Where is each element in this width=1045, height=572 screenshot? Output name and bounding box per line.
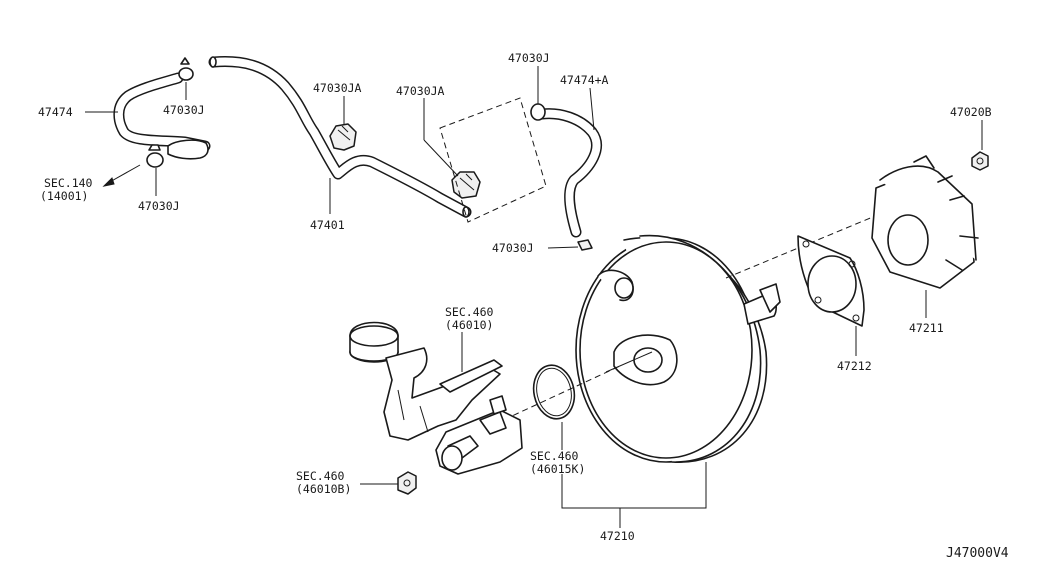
label-47030J-top: 47030J (508, 51, 550, 65)
bracket-47211[interactable] (871, 155, 979, 289)
label-47210: 47210 (600, 529, 635, 543)
label-47020B: 47020B (950, 105, 992, 119)
label-sec460-b: SEC.460 (530, 449, 579, 463)
nut-47020B[interactable] (971, 151, 989, 171)
label-47211: 47211 (909, 321, 944, 335)
brake-booster-47210[interactable] (575, 234, 781, 463)
clamp-47030J-bottom-left[interactable] (146, 144, 164, 168)
master-cylinder[interactable] (435, 395, 523, 475)
clamp-47030J-top[interactable] (530, 103, 546, 121)
reservoir-tank[interactable] (383, 347, 503, 441)
diagram-code: J47000V4 (946, 546, 1009, 561)
arrow-sec140 (107, 164, 141, 184)
reservoir-cap[interactable] (349, 321, 399, 363)
dashed-bracket-47474A (439, 97, 547, 223)
label-sec460-a: SEC.460 (445, 305, 494, 319)
hose-47474[interactable] (113, 72, 211, 160)
o-ring-seal[interactable] (529, 361, 579, 422)
arrow-sec140-head (102, 177, 115, 187)
clip-47030JA-left[interactable] (329, 123, 357, 151)
clip-47030JA-right[interactable] (451, 171, 481, 199)
label-47474: 47474 (38, 105, 73, 119)
label-sec460-a-ref: (46010) (445, 318, 493, 332)
label-47030J-mid: 47030J (492, 241, 534, 255)
clamp-47030J-top-left[interactable] (178, 57, 194, 81)
label-sec460-c-ref: (46010B) (296, 482, 351, 496)
label-47212: 47212 (837, 359, 872, 373)
leader-47030J-mid (547, 246, 579, 249)
hose-47474A[interactable] (536, 108, 602, 238)
clamp-47030J-mid[interactable] (577, 239, 593, 251)
label-47030J-bottom-left: 47030J (138, 199, 180, 213)
label-47030JA-right: 47030JA (396, 84, 445, 98)
label-47401: 47401 (310, 218, 345, 232)
nut-sec460-46010B[interactable] (397, 471, 417, 495)
hose-47401[interactable] (208, 56, 472, 218)
label-47030JA-left: 47030JA (313, 81, 362, 95)
leader-47474A (589, 87, 595, 131)
label-sec140-ref: (14001) (40, 189, 88, 203)
label-sec140: SEC.140 (44, 176, 93, 190)
label-sec460-c: SEC.460 (296, 469, 345, 483)
label-47030J-top-left: 47030J (163, 103, 205, 117)
leader-47210 (561, 462, 707, 509)
leader-47030JA-right-b (423, 139, 459, 177)
label-47474A: 47474+A (560, 73, 609, 87)
gasket-47212[interactable] (797, 235, 865, 327)
label-sec460-b-ref: (46015K) (530, 462, 585, 476)
